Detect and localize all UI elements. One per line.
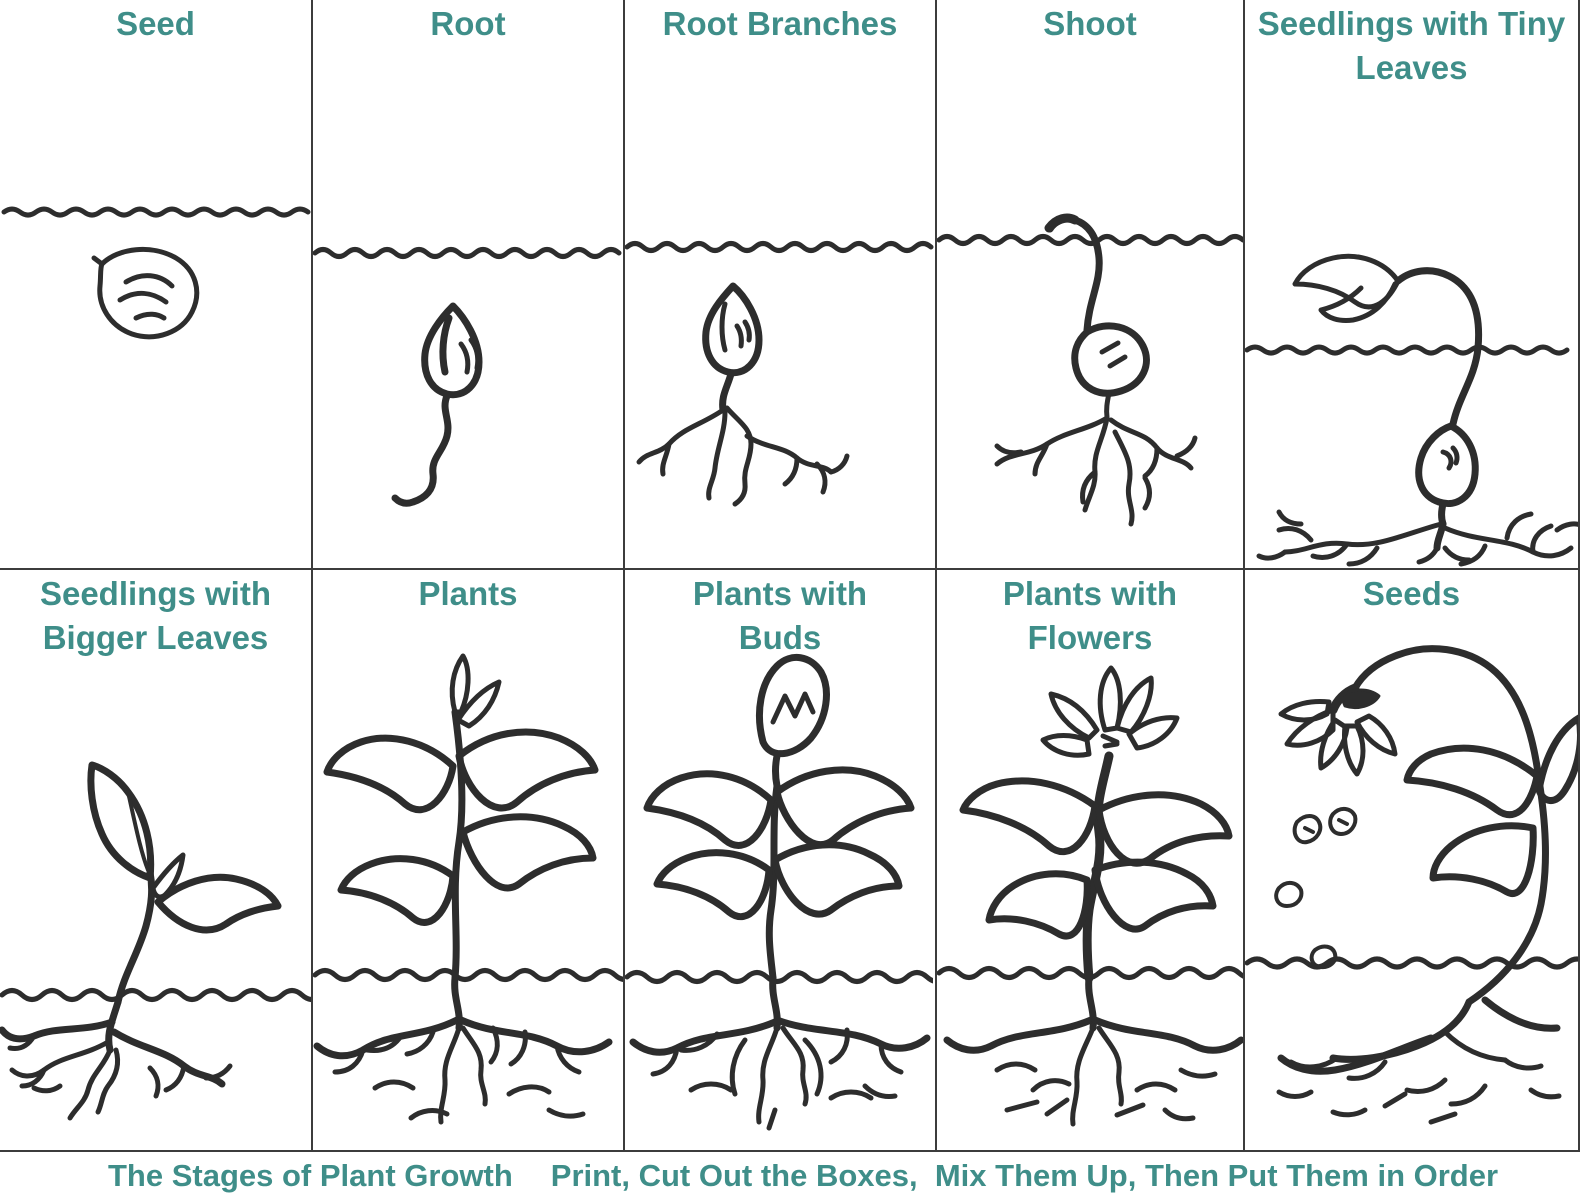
cell-seeds: Seeds xyxy=(1245,570,1580,1152)
plant-with-flowers-sketch xyxy=(937,665,1243,1127)
ground-line xyxy=(0,988,311,1002)
cell-seedlings-bigger: Seedlings with Bigger Leaves xyxy=(0,570,313,1152)
cell-label-seeds: Seeds xyxy=(1362,575,1461,612)
shoot-sketch xyxy=(937,213,1243,527)
ground-line xyxy=(937,234,1243,246)
cell-label-plants-flowers: Plants with Flowers xyxy=(1002,575,1178,656)
cell-label-root-branches: Root Branches xyxy=(662,5,898,42)
ground-line xyxy=(1245,956,1578,970)
cell-label-shoot: Shoot xyxy=(1043,5,1137,42)
ground-line xyxy=(1,206,311,218)
seedling-with-tiny-leaves-sketch xyxy=(1245,253,1578,567)
ground-line xyxy=(625,970,933,984)
cell-label-root: Root xyxy=(430,5,506,42)
cell-root-branches: Root Branches xyxy=(625,0,937,570)
caption-title: The Stages of Plant Growth xyxy=(108,1158,513,1193)
cell-plants-buds: Plants with Buds xyxy=(625,570,937,1152)
caption: The Stages of Plant Growth Print, Cut Ou… xyxy=(0,1152,1589,1194)
seed-sketch xyxy=(1,206,311,340)
ground-line xyxy=(313,968,623,982)
cell-label-seedlings-tiny: Seedlings with Tiny Leaves xyxy=(1257,5,1566,86)
cell-plants-flowers: Plants with Flowers xyxy=(937,570,1245,1152)
caption-instructions: Print, Cut Out the Boxes, Mix Them Up, T… xyxy=(550,1158,1499,1193)
cell-seed: Seed xyxy=(0,0,313,570)
plant-with-buds-sketch xyxy=(625,654,933,1131)
seeds-falling-sketch xyxy=(1245,645,1578,1125)
root-sketch xyxy=(313,247,622,507)
plant-sketch xyxy=(313,653,623,1125)
root-branches-sketch xyxy=(625,241,934,507)
stages-grid: Seed Root Root Branc xyxy=(0,0,1580,1152)
cell-label-seed: Seed xyxy=(116,5,195,42)
ground-line xyxy=(1245,344,1570,356)
cell-seedlings-tiny: Seedlings with Tiny Leaves xyxy=(1245,0,1580,570)
cell-root: Root xyxy=(313,0,625,570)
seedling-with-bigger-leaves-sketch xyxy=(0,761,311,1121)
ground-line xyxy=(313,247,622,259)
ground-line xyxy=(937,966,1243,980)
cell-plants: Plants xyxy=(313,570,625,1152)
cell-shoot: Shoot xyxy=(937,0,1245,570)
cell-label-plants-buds: Plants with Buds xyxy=(692,575,868,656)
ground-line xyxy=(625,241,934,253)
cell-label-plants: Plants xyxy=(418,575,518,612)
cell-label-seedlings-bigger: Seedlings with Bigger Leaves xyxy=(39,575,272,656)
